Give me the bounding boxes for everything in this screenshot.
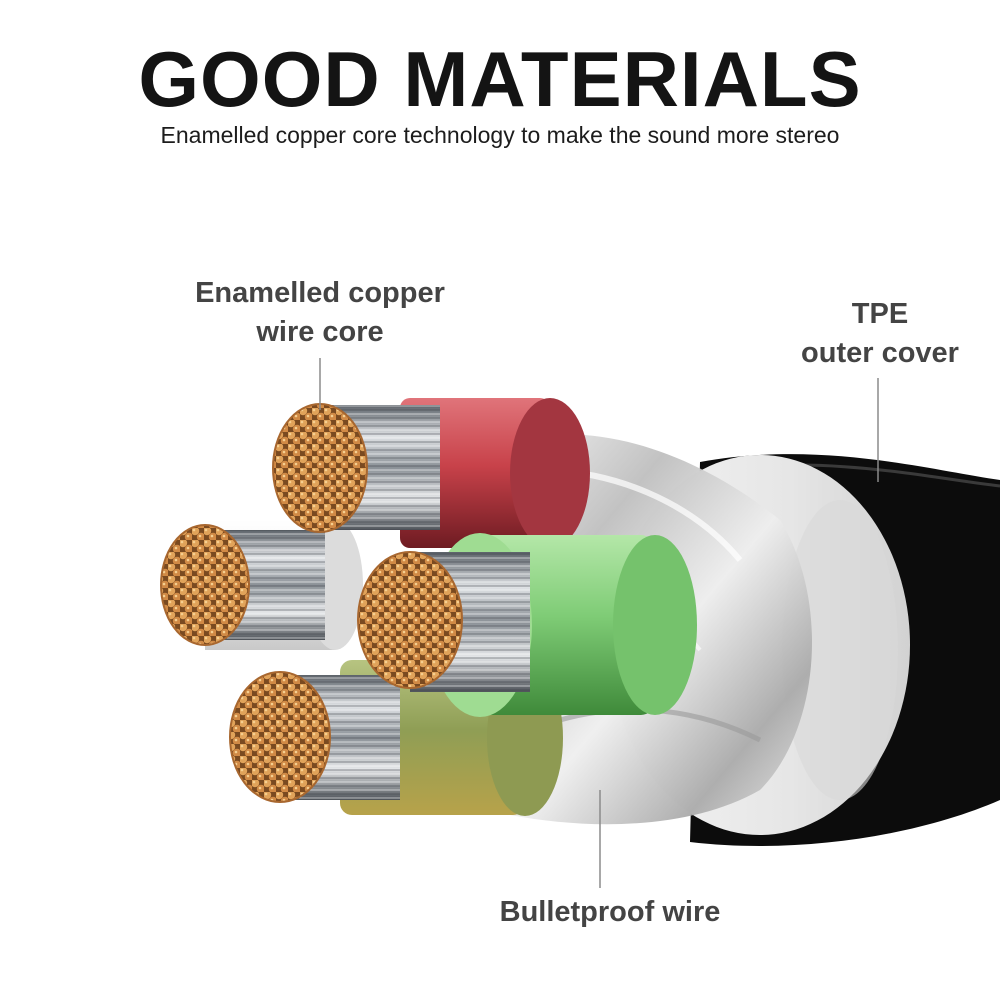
page-subtitle: Enamelled copper core technology to make… [160, 122, 840, 148]
tpe-callout-line1: TPE [851, 298, 909, 330]
tpe-callout: TPE outer cover [780, 295, 980, 373]
page-title: GOOD MATERIALS [138, 35, 862, 123]
core-callout-line2: wire core [256, 316, 384, 348]
red-core [272, 398, 590, 548]
white-core [160, 520, 363, 650]
tpe-callout-line2: outer cover [801, 337, 959, 369]
core-callout: Enamelled copper wire core [170, 274, 470, 352]
core-callout-line1: Enamelled copper [195, 277, 445, 309]
green-core [357, 533, 697, 717]
bulletproof-callout: Bulletproof wire [499, 896, 721, 928]
